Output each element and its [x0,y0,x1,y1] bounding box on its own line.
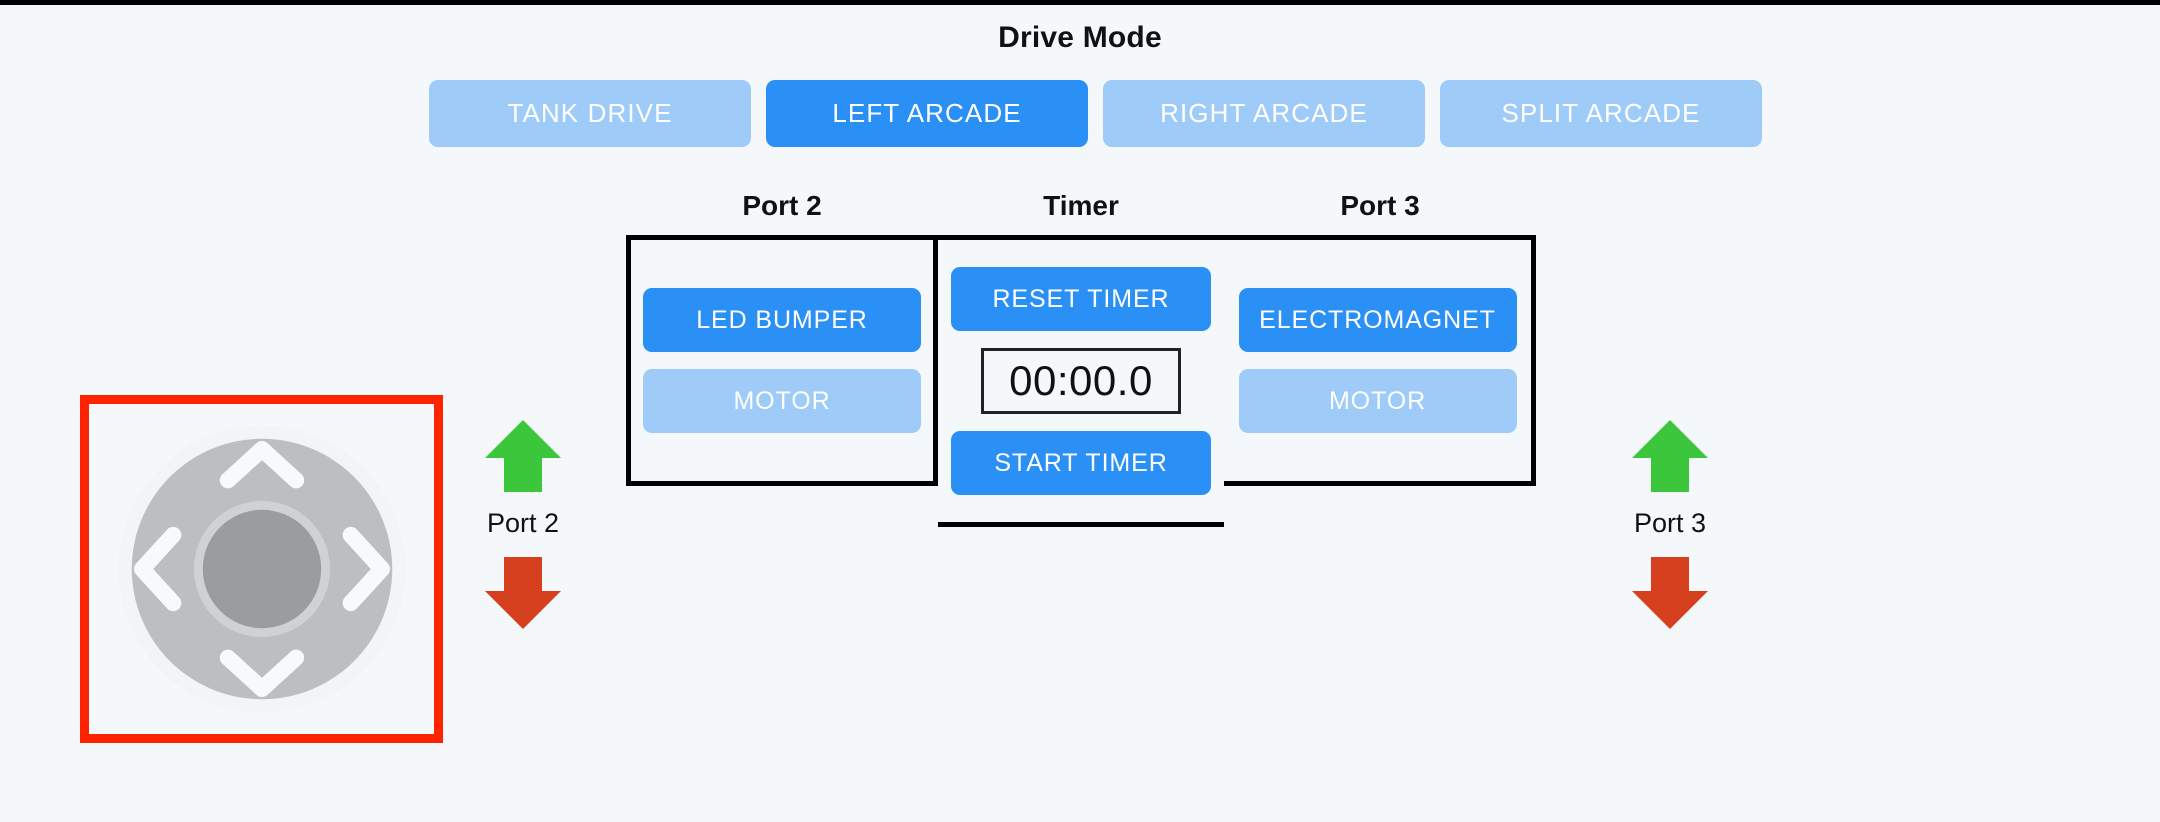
drive-mode-split-arcade[interactable]: SPLIT ARCADE [1440,80,1762,147]
dpad-center-icon[interactable] [202,509,321,629]
arrow-up-icon[interactable] [484,418,562,494]
panel-heading-timer: Timer [1043,190,1119,221]
arrow-down-icon[interactable] [1631,555,1709,631]
port2-indicator-label: Port 2 [486,508,560,538]
arrow-down-icon[interactable] [484,555,562,631]
chevron-down-icon[interactable] [219,649,304,698]
arrow-up-icon[interactable] [1631,418,1709,494]
port2-indicator: Port 2 [448,418,598,631]
panel-column-port3: ELECTROMAGNET MOTOR [1224,235,1536,486]
panel-heading-row: Port 2 Timer Port 3 [626,190,1536,222]
electromagnet-button[interactable]: ELECTROMAGNET [1238,288,1517,352]
drive-mode-tank-drive[interactable]: TANK DRIVE [429,80,751,147]
drive-mode-button-group: TANK DRIVE LEFT ARCADE RIGHT ARCADE SPLI… [429,80,1762,147]
panel-column-timer: RESET TIMER 00:00.0 START TIMER [938,235,1224,527]
panel-heading-port2: Port 2 [742,190,822,221]
port3-indicator-label: Port 3 [1633,508,1707,538]
panel-heading-port3: Port 3 [1340,190,1420,221]
top-divider [0,0,2160,5]
drive-mode-title: Drive Mode [998,21,1162,54]
drive-mode-left-arcade[interactable]: LEFT ARCADE [766,80,1088,147]
chevron-up-icon[interactable] [219,440,304,489]
panel-column-port2: LED BUMPER MOTOR [626,235,938,486]
chevron-left-icon[interactable] [133,526,181,612]
port3-indicator: Port 3 [1595,418,1745,631]
start-timer-button[interactable]: START TIMER [951,431,1211,495]
dpad-graphic[interactable] [114,421,410,717]
reset-timer-button[interactable]: RESET TIMER [951,267,1211,331]
port2-motor-button[interactable]: MOTOR [643,369,921,433]
dpad-control[interactable] [80,395,443,743]
timer-display: 00:00.0 [981,348,1181,414]
drive-mode-right-arcade[interactable]: RIGHT ARCADE [1103,80,1425,147]
port3-motor-button[interactable]: MOTOR [1238,369,1517,433]
control-panel: LED BUMPER MOTOR RESET TIMER 00:00.0 STA… [626,235,1536,527]
led-bumper-button[interactable]: LED BUMPER [643,288,921,352]
chevron-right-icon[interactable] [342,526,390,612]
